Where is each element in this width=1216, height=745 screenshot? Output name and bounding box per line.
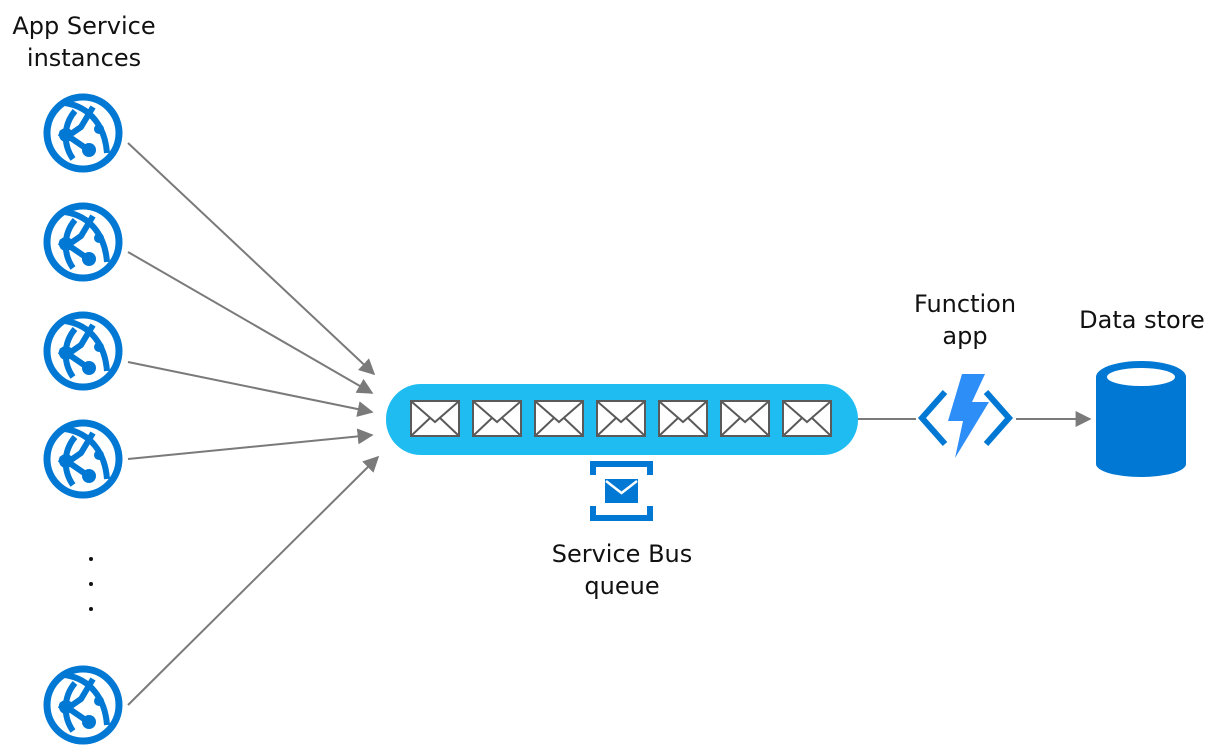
database-cylinder-icon — [1096, 361, 1186, 477]
service-bus-queue — [386, 384, 858, 455]
envelope-icon — [534, 400, 584, 437]
function-app-label: Function app — [885, 288, 1045, 352]
envelope-icon — [720, 400, 770, 437]
envelope-icon — [658, 400, 708, 437]
service-bus-queue-label: Service Bus queue — [522, 538, 722, 602]
app-service-globe-icon — [47, 315, 119, 387]
envelope-icon — [596, 400, 646, 437]
function-app-label-line1: Function — [913, 290, 1017, 318]
arrow-instance-1 — [127, 142, 376, 376]
data-store-label: Data store — [1062, 304, 1216, 336]
app-service-globe-icon — [47, 206, 119, 278]
arrow-instance-5 — [127, 455, 380, 706]
ellipsis-dot-3 — [89, 607, 93, 611]
app-service-globe-icon — [47, 97, 119, 169]
service-bus-label-line2: queue — [584, 572, 660, 600]
app-service-globe-icon — [47, 423, 119, 495]
instance-arrows — [127, 142, 380, 706]
data-store-label-text: Data store — [1079, 306, 1205, 334]
app-service-instances — [47, 97, 119, 741]
app-service-instances-label: App Service instances — [0, 10, 168, 74]
envelope-icon — [472, 400, 522, 437]
arrow-instance-3 — [127, 361, 374, 417]
queue-messages — [410, 400, 832, 437]
azure-functions-bolt-icon — [917, 374, 1014, 458]
arrow-instance-4 — [127, 428, 374, 460]
service-bus-label-line1: Service Bus — [551, 540, 693, 568]
app-service-globe-icon — [47, 669, 119, 741]
function-app-label-line2: app — [942, 322, 988, 350]
ellipsis-dot-2 — [89, 582, 93, 586]
envelope-icon — [782, 400, 832, 437]
app-service-label-line2: instances — [26, 44, 142, 72]
envelope-icon — [410, 400, 460, 437]
arrow-instance-2 — [127, 251, 374, 394]
ellipsis-dot-1 — [89, 557, 93, 561]
app-service-label-line1: App Service — [12, 12, 156, 40]
service-bus-queue-icon — [590, 461, 653, 521]
